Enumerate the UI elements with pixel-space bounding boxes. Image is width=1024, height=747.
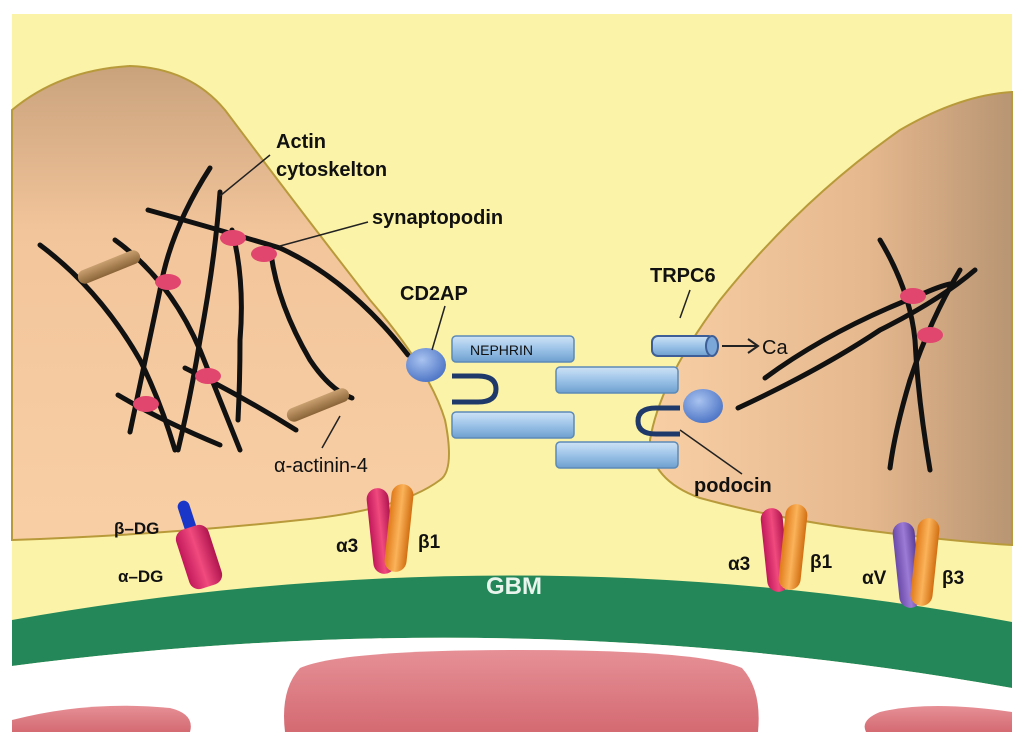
label-actin-line2: cytoskelton (276, 159, 387, 181)
alpha-actinin-rod (286, 388, 350, 422)
endothelial-cell-right (864, 706, 1012, 732)
leader-lines (219, 154, 743, 475)
label-podocin: podocin (694, 475, 772, 497)
endothelial-cell-left (12, 705, 191, 732)
nephrin-complex (451, 335, 679, 469)
endothelial-cell-center (284, 650, 759, 732)
label-beta1-left: β1 (418, 532, 441, 553)
label-synaptopodin: synaptopodin (372, 207, 503, 229)
label-alpha-dg: α–DG (118, 567, 163, 586)
actin-crosslinks-right (900, 288, 943, 343)
podocin-hook-right (635, 405, 680, 437)
beta1-integrin-left (384, 484, 414, 572)
label-beta1-right: β1 (810, 552, 833, 573)
beta3-integrin (910, 518, 940, 606)
label-beta-dg: β–DG (114, 519, 159, 538)
label-alpha3-right: α3 (728, 554, 750, 575)
cd2ap-ball-right (683, 389, 723, 423)
trpc6-channel (651, 335, 715, 357)
trpc6-channel-end (705, 335, 719, 357)
label-alphav: αV (862, 568, 887, 589)
label-nephrin: NEPHRIN (470, 342, 533, 358)
actin-filaments-right (735, 237, 978, 473)
label-ca: Ca (762, 337, 788, 359)
actin-crosslinks-left (133, 230, 277, 412)
label-cd2ap: CD2AP (400, 283, 468, 305)
cd2ap-ball-left (406, 348, 446, 382)
alpha-actinin-rod (77, 250, 141, 284)
podocin-hook-left (452, 373, 499, 405)
ca-arrowhead (747, 338, 760, 354)
gbm-band (12, 575, 1012, 688)
label-actin-line1: Actin (276, 131, 326, 153)
alpha-dg-cylinder (175, 524, 223, 590)
label-alpha-actinin: α-actinin-4 (274, 455, 368, 477)
beta1-integrin-right (778, 504, 808, 590)
label-alpha3-left: α3 (336, 536, 358, 557)
label-beta3: β3 (942, 568, 964, 589)
label-gbm: GBM (486, 573, 542, 600)
label-trpc6: TRPC6 (650, 265, 716, 287)
